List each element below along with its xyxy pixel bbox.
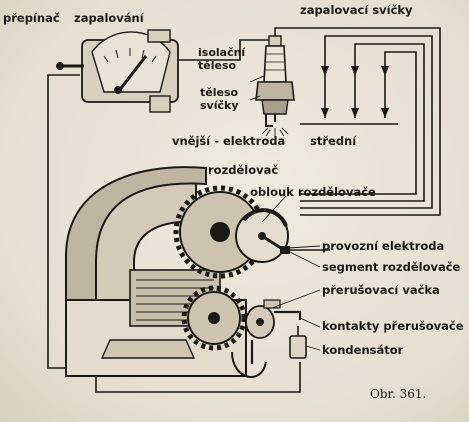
plug-insulator (263, 45, 287, 83)
plug-lead-3 (300, 43, 425, 202)
return-wire (95, 362, 301, 393)
label-spark-plugs: zapalovací svíčky (300, 3, 413, 17)
switch-needle (116, 55, 148, 93)
plug-lead-1 (274, 27, 441, 216)
arrow-down-icon (321, 108, 329, 118)
label-breaker-cam: přerušovací vačka (322, 283, 440, 297)
plug-lead-2 (300, 35, 433, 209)
capacitor (289, 326, 307, 359)
capacitor-body (289, 335, 307, 359)
label-distributor: rozdělovač (208, 163, 278, 177)
figure-caption: Obr. 361. (370, 387, 426, 401)
label-capacitor: kondensátor (322, 343, 404, 357)
breaker-arm (274, 310, 302, 320)
label-plug-body-2: svíčky (200, 99, 239, 112)
label-ignition: zapalování (74, 11, 145, 25)
ignition-switch (56, 29, 179, 113)
label-switch: přepínač (3, 11, 60, 25)
arrow-down-icon (381, 66, 389, 76)
plug-lead-4 (300, 51, 417, 195)
switch-plug-wire (160, 39, 272, 61)
label-plug-body: těleso (200, 86, 238, 99)
labels: přepínač zapalování zapalovací svíčky is… (3, 3, 464, 401)
label-insulating-body: isolační (198, 46, 246, 59)
label-distributor-segment: segment rozdělovače (322, 260, 461, 274)
arrow-down-icon (351, 66, 359, 76)
arrow-down-icon (321, 66, 329, 76)
label-center: střední (310, 134, 357, 148)
distributor-segment (280, 246, 290, 254)
arrow-down-icon (381, 108, 389, 118)
plug-body (255, 81, 295, 101)
plug-lead-arrows (321, 66, 389, 118)
spark-plug (255, 35, 295, 137)
breaker (231, 299, 302, 378)
distributor-arc (242, 208, 288, 227)
label-breaker-contacts: kontakty přerušovače (322, 319, 464, 333)
arrow-down-icon (351, 108, 359, 118)
outer-electrode (265, 114, 273, 127)
label-distributor-arc: oblouk rozdělovače (250, 185, 376, 199)
leader-lines (249, 75, 321, 351)
label-outer-electrode: vnější - elektroda (172, 134, 285, 148)
label-insulating-body-2: těleso (198, 59, 236, 72)
label-operating-electrode: provozní elektroda (322, 239, 444, 253)
distributor (235, 208, 290, 263)
